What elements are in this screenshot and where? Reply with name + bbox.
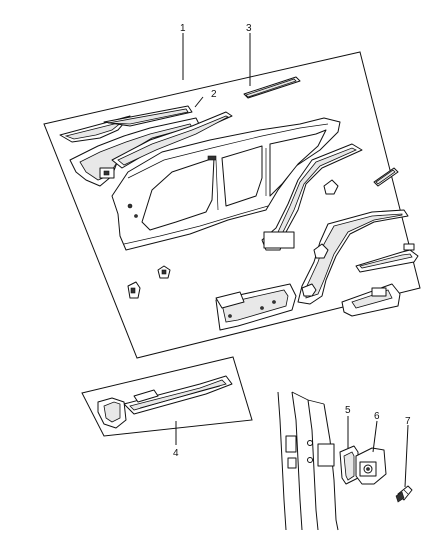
leader-6 <box>372 420 378 453</box>
callout-6: 6 <box>374 411 380 422</box>
roof-rail-strip <box>243 76 301 99</box>
callout-5: 5 <box>345 405 351 416</box>
rear-bracket-pair <box>301 243 329 297</box>
callout-1: 1 <box>180 23 186 34</box>
door-frame-pillar <box>277 391 339 531</box>
leader-2 <box>194 96 204 108</box>
sill-panel <box>123 375 233 415</box>
callout-7: 7 <box>405 416 411 427</box>
c-pillar-upper <box>261 143 363 251</box>
hinge-shim <box>339 445 359 485</box>
body-side-aperture <box>111 117 341 251</box>
callout-2: 2 <box>211 89 217 100</box>
sill-end-cap <box>97 397 127 429</box>
clip-left <box>127 281 141 299</box>
assembly-panel-1 <box>43 51 421 359</box>
tail-lamp-pocket <box>341 283 401 317</box>
plug-left <box>157 265 171 279</box>
door-hinge <box>355 447 387 485</box>
rocker-inner-panel <box>215 283 297 331</box>
a-pillar-reinforcement <box>59 105 193 143</box>
roof-side-rail <box>111 111 233 169</box>
assembly-panel-4 <box>81 356 253 437</box>
quarter-extension-rail <box>355 243 419 273</box>
quarter-inner-panel <box>297 209 409 305</box>
rear-trim-strip <box>373 167 399 187</box>
small-bracket-right <box>323 179 339 195</box>
hinge-bolt <box>395 485 413 503</box>
callout-4: 4 <box>173 448 179 459</box>
callout-3: 3 <box>246 23 252 34</box>
leader-7 <box>404 424 409 488</box>
